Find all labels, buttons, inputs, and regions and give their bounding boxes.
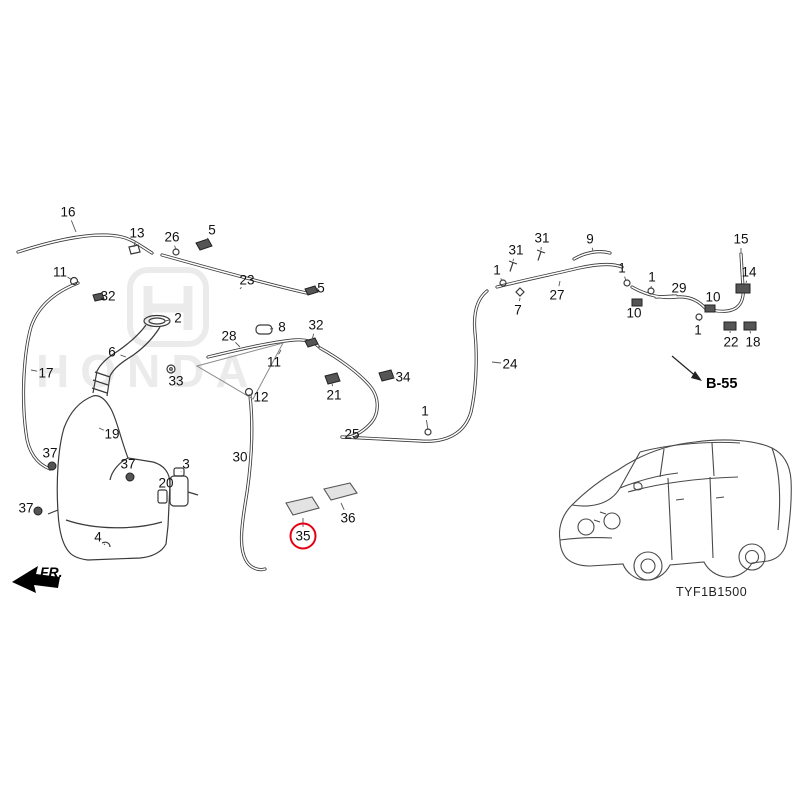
- callout-14[interactable]: 14: [741, 264, 757, 280]
- leader-line: [269, 328, 274, 330]
- callout-12[interactable]: 12: [253, 389, 269, 405]
- highlight-ring: [289, 522, 317, 550]
- leader-line: [164, 319, 170, 322]
- callout-17[interactable]: 17: [38, 365, 54, 381]
- callout-25[interactable]: 25: [344, 426, 360, 442]
- leader-line: [624, 276, 627, 282]
- callout-36[interactable]: 36: [340, 510, 356, 526]
- callout-32[interactable]: 32: [100, 288, 116, 304]
- leader-line: [512, 258, 515, 262]
- callout-23[interactable]: 23: [239, 272, 255, 288]
- leader-line: [278, 349, 282, 355]
- leader-line: [425, 419, 429, 431]
- callout-18[interactable]: 18: [745, 334, 761, 350]
- callout-1[interactable]: 1: [421, 403, 429, 419]
- leader-line: [340, 502, 345, 511]
- callout-37[interactable]: 37: [18, 500, 34, 516]
- leader-line: [250, 392, 253, 395]
- callout-29[interactable]: 29: [671, 280, 687, 296]
- leader-line: [67, 276, 73, 281]
- leader-line: [519, 297, 521, 302]
- leader-line: [591, 247, 594, 252]
- fr-direction-label: FR.: [40, 564, 63, 580]
- leader-line: [331, 382, 333, 387]
- honda-logo-watermark: [127, 267, 209, 347]
- leader-line: [98, 427, 105, 431]
- leader-line: [30, 369, 38, 372]
- leader-line: [204, 237, 209, 244]
- leader-line: [671, 294, 673, 296]
- callout-11[interactable]: 11: [52, 264, 68, 280]
- filler-neck: [91, 324, 161, 397]
- leader-line: [103, 543, 106, 546]
- fr-arrow: [12, 566, 60, 593]
- callout-1[interactable]: 1: [618, 260, 626, 276]
- callout-32[interactable]: 32: [308, 317, 324, 333]
- callout-24[interactable]: 24: [502, 356, 518, 372]
- callout-22[interactable]: 22: [723, 334, 739, 350]
- panel-outline: [195, 342, 284, 400]
- callout-21[interactable]: 21: [326, 387, 342, 403]
- leader-line: [491, 361, 502, 364]
- callout-30[interactable]: 30: [232, 449, 248, 465]
- diagram-code: TYF1B1500: [676, 585, 748, 599]
- callout-5[interactable]: 5: [208, 222, 216, 238]
- callout-37[interactable]: 37: [120, 456, 136, 472]
- callout-5[interactable]: 5: [317, 280, 325, 296]
- leader-line: [500, 278, 503, 282]
- car-sketch: [558, 439, 792, 581]
- leader-line: [133, 241, 136, 248]
- callout-8[interactable]: 8: [278, 319, 286, 335]
- honda-watermark-text: HONDA: [36, 345, 260, 397]
- pad-parts: [285, 482, 358, 516]
- callout-26[interactable]: 26: [164, 229, 180, 245]
- callout-3[interactable]: 3: [182, 456, 190, 472]
- callout-28[interactable]: 28: [221, 328, 237, 344]
- callout-4[interactable]: 4: [94, 529, 102, 545]
- callout-27[interactable]: 27: [549, 287, 565, 303]
- callout-11[interactable]: 11: [266, 354, 282, 370]
- callout-37[interactable]: 37: [42, 445, 58, 461]
- callout-31[interactable]: 31: [534, 230, 550, 246]
- leader-line: [171, 370, 174, 373]
- callout-9[interactable]: 9: [586, 231, 594, 247]
- leader-line: [239, 286, 242, 290]
- reference-label[interactable]: B-55: [706, 376, 738, 392]
- leader-line: [120, 354, 127, 358]
- leader-line: [745, 280, 748, 284]
- callout-10[interactable]: 10: [626, 305, 642, 321]
- leader-line: [749, 330, 752, 334]
- callout-19[interactable]: 19: [104, 426, 120, 442]
- callout-1[interactable]: 1: [648, 269, 656, 285]
- callout-33[interactable]: 33: [168, 373, 184, 389]
- washer-pump: [157, 467, 199, 507]
- callout-1[interactable]: 1: [493, 262, 501, 278]
- callout-15[interactable]: 15: [733, 231, 749, 247]
- callout-31[interactable]: 31: [508, 242, 524, 258]
- leader-line: [235, 342, 241, 348]
- callout-7[interactable]: 7: [514, 302, 522, 318]
- callout-10[interactable]: 10: [705, 289, 721, 305]
- callout-1[interactable]: 1: [694, 322, 702, 338]
- leader-line: [70, 220, 77, 233]
- callout-16[interactable]: 16: [60, 204, 76, 220]
- callout-2[interactable]: 2: [174, 310, 182, 326]
- reference-arrow: [671, 355, 702, 381]
- small-parts: [33, 238, 757, 548]
- callout-6[interactable]: 6: [108, 344, 116, 360]
- leader-line: [174, 245, 177, 251]
- leader-line: [311, 333, 315, 341]
- callout-20[interactable]: 20: [158, 475, 174, 491]
- callout-34[interactable]: 34: [395, 369, 411, 385]
- callout-13[interactable]: 13: [129, 225, 145, 241]
- washer-reservoir: [47, 395, 171, 561]
- leader-line: [558, 280, 561, 287]
